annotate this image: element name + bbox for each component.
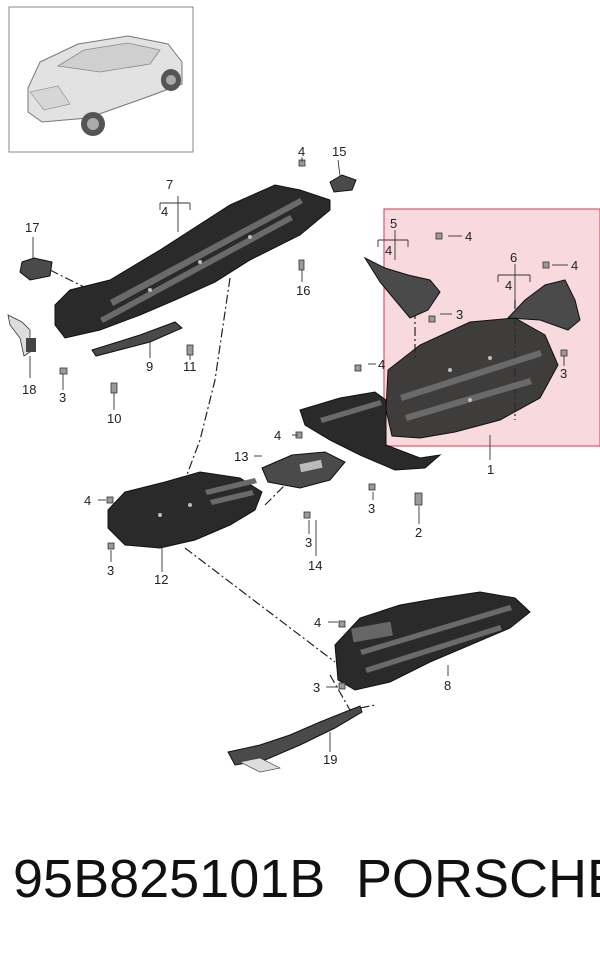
callout-3e: 3 xyxy=(305,535,312,550)
exploded-parts-diagram: 7 4 4 15 16 17 18 3 10 9 11 5 4 4 6 4 4 … xyxy=(7,6,600,773)
callout-3: 3 xyxy=(59,390,66,405)
callout-8: 8 xyxy=(444,678,451,693)
part-1-lower-extension xyxy=(299,391,442,471)
callout-4e: 4 xyxy=(274,428,281,443)
part-12-front-panel xyxy=(107,471,263,549)
callout-7-sub: 4 xyxy=(161,204,168,219)
car-thumbnail xyxy=(8,6,194,153)
callout-11: 11 xyxy=(183,359,197,374)
part-8-rear-panel xyxy=(334,591,531,691)
part-18-bracket xyxy=(7,314,36,357)
callout-18: 18 xyxy=(22,382,36,397)
part-19-strip xyxy=(227,705,363,773)
callout-6: 6 xyxy=(510,250,517,265)
brand-name: PORSCHE xyxy=(356,849,600,909)
part-9-strip xyxy=(91,321,183,357)
callout-9: 9 xyxy=(146,359,153,374)
part-5-bracket xyxy=(363,256,441,319)
callout-16: 16 xyxy=(296,283,310,298)
callout-4d: 4 xyxy=(378,357,385,372)
callout-3f: 3 xyxy=(368,501,375,516)
callout-10: 10 xyxy=(107,411,121,426)
callout-19: 19 xyxy=(323,752,337,767)
leader-lines xyxy=(29,157,568,752)
callout-4b: 4 xyxy=(465,229,472,244)
fasteners xyxy=(59,159,568,690)
callout-5-sub: 4 xyxy=(385,243,392,258)
callout-6-sub: 4 xyxy=(505,278,512,293)
part-15-cover xyxy=(329,174,357,193)
part-number: 95B825101B xyxy=(13,849,326,909)
callout-3b: 3 xyxy=(456,307,463,322)
callout-14: 14 xyxy=(308,558,322,573)
callout-15: 15 xyxy=(332,144,346,159)
callout-4c: 4 xyxy=(571,258,578,273)
callout-1: 1 xyxy=(487,462,494,477)
callout-3c: 3 xyxy=(560,366,567,381)
callout-4f: 4 xyxy=(84,493,91,508)
callout-17: 17 xyxy=(25,220,39,235)
callout-2: 2 xyxy=(415,525,422,540)
part-17-bracket xyxy=(19,257,53,281)
callout-7: 7 xyxy=(166,177,173,192)
callout-13: 13 xyxy=(234,449,248,464)
callout-4: 4 xyxy=(298,144,305,159)
part-6-bracket xyxy=(506,279,581,331)
callout-4g: 4 xyxy=(314,615,321,630)
callout-5: 5 xyxy=(390,216,397,231)
callout-labels: 7 4 4 15 16 17 18 3 10 9 11 5 4 4 6 4 4 … xyxy=(22,144,578,767)
callout-3g: 3 xyxy=(313,680,320,695)
part-1-main-panel xyxy=(385,317,559,439)
part-7-side-panel xyxy=(54,184,331,339)
callout-3d: 3 xyxy=(107,563,114,578)
car-thumbnail-icon xyxy=(27,35,183,136)
callout-12: 12 xyxy=(154,572,168,587)
part-13-panel xyxy=(261,451,346,489)
